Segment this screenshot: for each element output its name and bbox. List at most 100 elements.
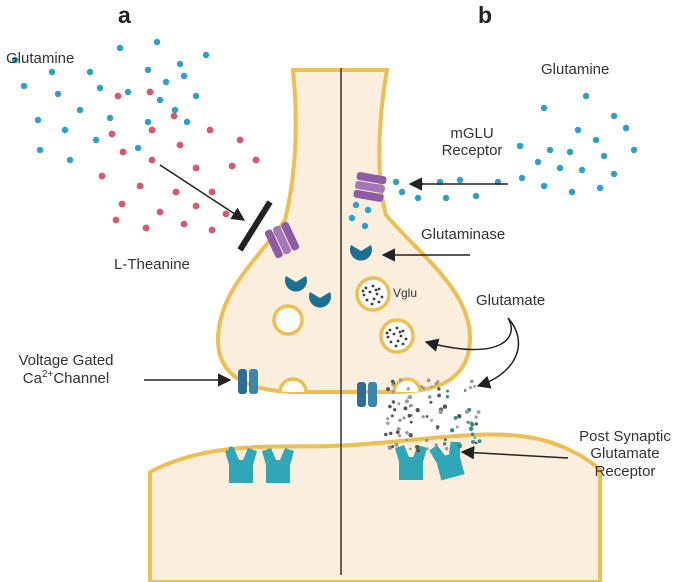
- released-glutamate-dots: [384, 378, 482, 453]
- glutamine-dot: [566, 148, 574, 156]
- label-vgcc: Voltage Gated Ca2+Channel: [4, 352, 128, 388]
- glutamate-dot: [464, 409, 470, 414]
- glutamate-dot: [430, 418, 434, 422]
- glutamine-dot: [192, 92, 200, 100]
- glutamate-dot: [398, 418, 402, 423]
- panel-label-b: b: [478, 2, 493, 28]
- glutamate-dot: [391, 383, 395, 387]
- glutamate-dot: [415, 448, 421, 453]
- label-post-synaptic-receptor: Post Synaptic Glutamate Receptor: [566, 428, 684, 480]
- glutamate-dot: [434, 382, 439, 386]
- post-synaptic-membrane: [148, 432, 602, 582]
- glutamate-dot: [365, 298, 369, 302]
- glutamine-dot: [76, 106, 84, 114]
- glutamine-dot: [610, 170, 618, 178]
- release-pit-right: [392, 377, 422, 393]
- glutamate-dot: [397, 433, 402, 438]
- glutamate-dot: [420, 384, 423, 388]
- glutamate-dot: [394, 344, 398, 348]
- glutamine-dot: [348, 214, 356, 222]
- glutamine-dot: [180, 72, 188, 80]
- post-receptor-2: [262, 448, 294, 483]
- mglu-receptor-icon: [264, 221, 300, 259]
- glutamate-dot: [386, 387, 391, 392]
- glutamate-dot: [415, 407, 420, 413]
- glutamate-dot: [401, 329, 405, 333]
- calcium-channel-right: [357, 382, 377, 407]
- glutamine-dot: [361, 222, 369, 230]
- glutamate-dot: [442, 442, 447, 446]
- label-post-line2: Glutamate: [590, 445, 660, 463]
- theanine-dot: [119, 148, 127, 156]
- glutamate-dot: [375, 292, 379, 296]
- glutamate-dot: [437, 387, 441, 391]
- glutamate-dot: [390, 414, 394, 418]
- glutamate-dot: [370, 302, 374, 306]
- glutamate-dot: [391, 445, 395, 449]
- glutamate-dot: [434, 443, 439, 448]
- glutamate-dot: [388, 328, 392, 332]
- glutamate-dot: [474, 441, 478, 445]
- glutamate-dot: [377, 287, 381, 291]
- glutamate-dot: [409, 403, 413, 408]
- glutamate-dot: [468, 426, 474, 432]
- glutamine-dot: [516, 142, 524, 150]
- theanine-dot: [112, 216, 120, 224]
- glutamate-dot: [392, 332, 396, 336]
- glutamine-dots-left: [11, 38, 210, 164]
- glutamine-dot: [61, 126, 69, 134]
- glutamate-dot: [389, 340, 393, 344]
- label-mglu-line2: Receptor: [441, 142, 503, 160]
- theanine-dot: [148, 156, 156, 164]
- glutamate-dot: [415, 444, 420, 449]
- glutamine-dot: [592, 136, 600, 144]
- theanine-dot: [192, 202, 200, 210]
- theanine-dot: [228, 162, 236, 170]
- glutamate-dot: [406, 387, 410, 391]
- glutamine-dot: [176, 60, 184, 68]
- theanine-dot: [98, 172, 106, 180]
- glutamine-dot: [574, 126, 582, 134]
- glutamate-dot: [438, 409, 443, 415]
- post-receptor-4: [429, 441, 465, 481]
- label-glutamine-right: Glutamine: [541, 61, 610, 78]
- glutamate-dot: [402, 416, 406, 420]
- theanine-dot: [146, 88, 154, 96]
- glutamate-dot: [405, 438, 409, 442]
- theanine-dot: [208, 188, 216, 196]
- blocker-bar: [237, 200, 273, 252]
- glutamate-dot: [430, 385, 433, 389]
- glutamate-dot: [407, 413, 412, 418]
- glutamate-dot: [405, 430, 409, 435]
- theanine-dot: [206, 126, 214, 134]
- glutamine-dots-right: [348, 92, 638, 230]
- glutamate-dot: [468, 386, 473, 390]
- theanine-dot: [172, 188, 180, 196]
- glutamate-dot: [395, 326, 399, 330]
- glutamine-dot: [518, 174, 526, 182]
- glutamate-dot: [362, 293, 366, 297]
- glutamate-dot: [425, 415, 429, 418]
- glutamate-dot: [371, 284, 375, 288]
- glutamine-dot: [596, 184, 604, 192]
- glutamate-dot: [474, 415, 478, 419]
- glutamine-dot: [106, 114, 114, 122]
- glutamine-dot: [36, 146, 44, 154]
- label-glutamate: Glutamate: [476, 292, 546, 309]
- glutamine-dot: [183, 118, 191, 126]
- glutamate-dot: [421, 415, 425, 419]
- glutamate-dot: [394, 442, 399, 447]
- glutamate-dot: [408, 433, 413, 438]
- mglu-receptor-right: [353, 172, 387, 202]
- glutamine-dot: [578, 166, 586, 174]
- glutamate-dot: [425, 447, 429, 451]
- theanine-dot: [142, 224, 150, 232]
- label-vgcc-line2: Ca2+Channel: [4, 369, 128, 387]
- glutamate-dot: [436, 425, 440, 429]
- glutamine-dot: [546, 146, 554, 154]
- glutamine-dot: [600, 152, 608, 160]
- glutamate-dot: [380, 295, 384, 299]
- theanine-dot: [118, 200, 126, 208]
- arrow-theanine-to-receptor: [159, 164, 246, 221]
